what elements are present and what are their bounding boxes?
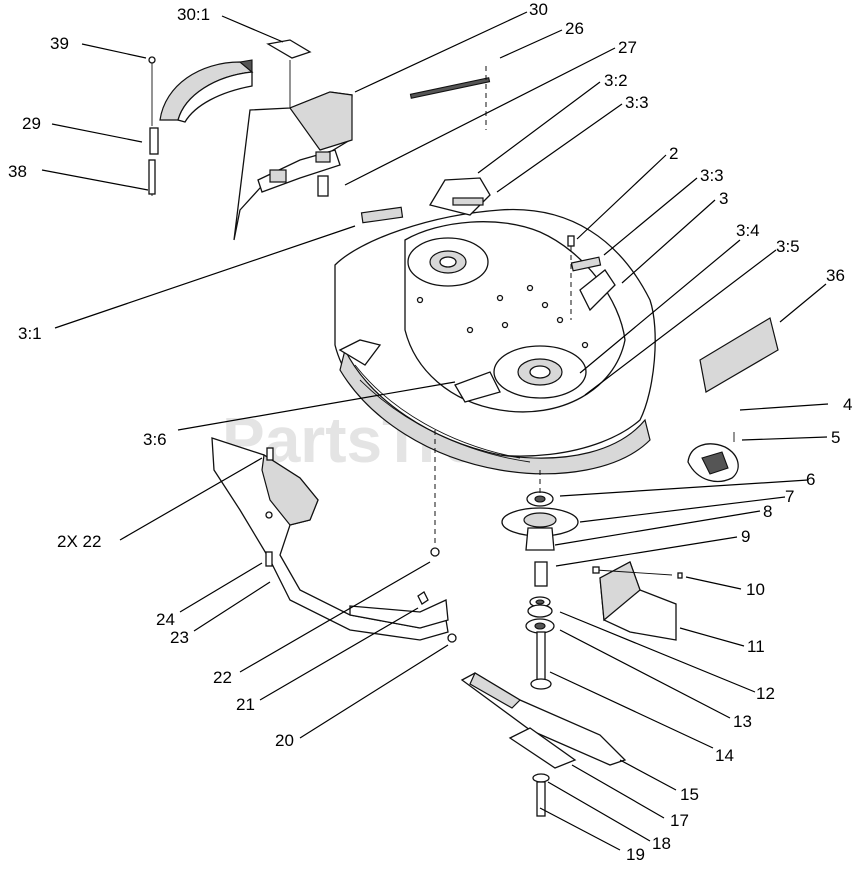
mower-deck-part bbox=[334, 177, 656, 475]
callout-22: 22 bbox=[213, 668, 232, 687]
callout-3: 3 bbox=[719, 189, 728, 208]
callout-17: 17 bbox=[670, 811, 689, 830]
callout-24: 24 bbox=[156, 610, 175, 629]
deflector-hinge-part bbox=[148, 56, 254, 196]
callout-12: 12 bbox=[756, 684, 775, 703]
callout-9: 9 bbox=[741, 527, 750, 546]
callout-14: 14 bbox=[715, 746, 734, 765]
callout-2: 2 bbox=[669, 144, 678, 163]
callout-3-4: 3:4 bbox=[736, 221, 760, 240]
callout-3-1: 3:1 bbox=[18, 324, 42, 343]
callout-6: 6 bbox=[806, 470, 815, 489]
discharge-shield-part bbox=[211, 430, 457, 643]
callout-21: 21 bbox=[236, 695, 255, 714]
decal-36-part bbox=[699, 317, 779, 393]
spindle-cap-part bbox=[687, 432, 739, 482]
callout-4: 4 bbox=[843, 395, 852, 414]
callout-3-5: 3:5 bbox=[776, 237, 800, 256]
callout-27: 27 bbox=[618, 38, 637, 57]
callout-23: 23 bbox=[170, 628, 189, 647]
callout-13: 13 bbox=[733, 712, 752, 731]
spindle-assembly-part bbox=[501, 470, 579, 690]
callout-18: 18 bbox=[652, 834, 671, 853]
callout-26: 26 bbox=[565, 19, 584, 38]
callout-19: 19 bbox=[626, 845, 645, 864]
callout-38: 38 bbox=[8, 162, 27, 181]
callout-3-3-top: 3:3 bbox=[625, 93, 649, 112]
callout-30: 30 bbox=[529, 0, 548, 19]
leader-lines bbox=[41, 11, 829, 851]
callout-labels: 30:1 30 39 26 27 3:2 29 3:3 38 2 3:3 3 3… bbox=[8, 0, 852, 864]
callout-7: 7 bbox=[785, 487, 794, 506]
baffle-part bbox=[592, 561, 683, 641]
callout-5: 5 bbox=[831, 428, 840, 447]
callout-3-2: 3:2 bbox=[604, 71, 628, 90]
callout-2x-22: 2X 22 bbox=[57, 532, 101, 551]
callout-20: 20 bbox=[275, 731, 294, 750]
callout-8: 8 bbox=[763, 502, 772, 521]
callout-30-1: 30:1 bbox=[177, 5, 210, 24]
callout-36: 36 bbox=[826, 266, 845, 285]
callout-11: 11 bbox=[747, 637, 765, 656]
callout-10: 10 bbox=[746, 580, 765, 599]
callout-3-6: 3:6 bbox=[143, 430, 167, 449]
callout-29: 29 bbox=[22, 114, 41, 133]
discharge-chute-part bbox=[233, 39, 491, 241]
blade-part bbox=[460, 672, 627, 817]
callout-15: 15 bbox=[680, 785, 699, 804]
callout-39: 39 bbox=[50, 34, 69, 53]
callout-3-3-mid: 3:3 bbox=[700, 166, 724, 185]
